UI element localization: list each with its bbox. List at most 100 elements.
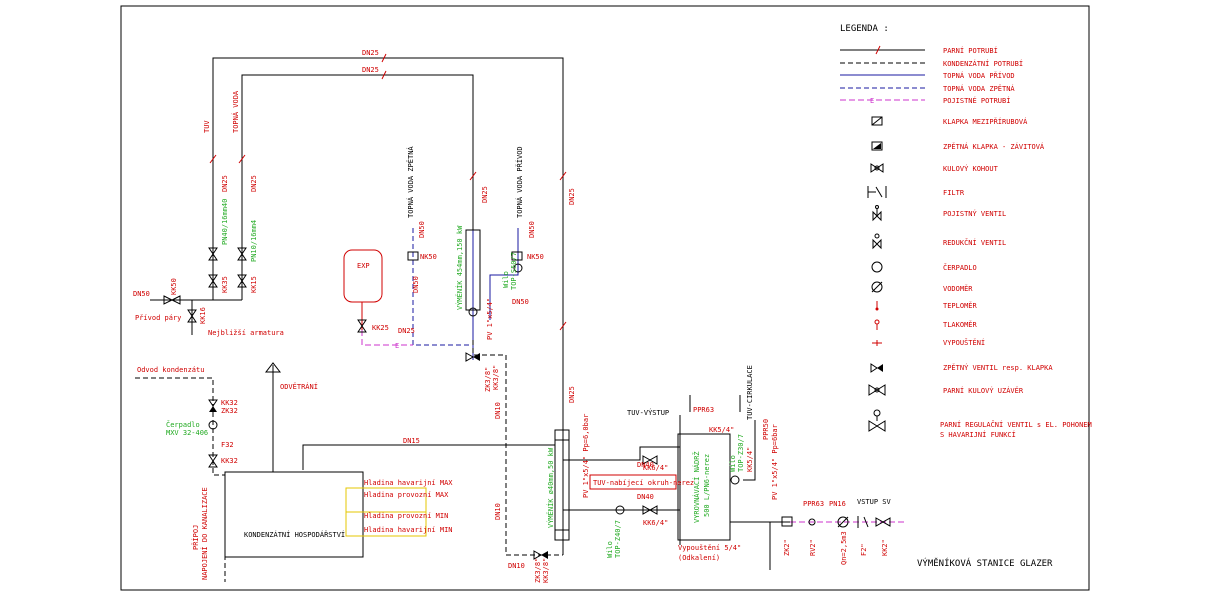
water-meter-icon xyxy=(871,281,883,293)
label-dn50-exp: DN50 xyxy=(412,276,420,293)
buffer-tank xyxy=(677,433,731,541)
label-hl-3: Hladina provozní MIN xyxy=(364,512,448,520)
label-nejblizsi: Nejbližší armatura xyxy=(208,329,284,337)
pump-icon xyxy=(871,261,883,273)
label-tuv-nabijeci: TUV-nabíjecí okruh-nerez xyxy=(593,479,694,487)
label-exp: EXP xyxy=(357,262,370,270)
pump-wilo-b xyxy=(615,505,625,515)
exchanger-2 xyxy=(554,439,570,531)
label-hl-4: Hladina havarijní MIN xyxy=(364,526,453,534)
label-dn15: DN15 xyxy=(403,437,420,445)
drain-icon xyxy=(872,340,882,346)
label-dn10-c: DN10 xyxy=(508,562,525,570)
label-topna-voda: TOPNÁ VODA xyxy=(231,90,240,133)
filter-icon xyxy=(867,186,887,198)
diagram-labels: DN25 DN25 TUV TOPNÁ VODA DN25 DN25 PN40/… xyxy=(133,49,892,583)
label-pv-c: PV 1"x5/4" Pp=6bar xyxy=(771,424,779,500)
legend-heading: LEGENDA : xyxy=(840,24,889,34)
reducer-rv2 xyxy=(808,518,816,526)
pump-wilo-a xyxy=(513,263,523,273)
control-valve-icon xyxy=(868,409,886,432)
label-rv2: RV2" xyxy=(809,539,817,556)
legend-symbol-label-9: TEPLOMĚR xyxy=(943,301,978,310)
check-flap-zk2 xyxy=(781,516,793,527)
valve-left-b xyxy=(237,247,247,261)
label-f2: F2" xyxy=(860,543,868,556)
legend-label-steam: PARNÍ POTRUBÍ xyxy=(943,46,998,55)
nk50-b-flap xyxy=(511,251,523,261)
label-zk2: ZK2" xyxy=(783,539,791,556)
label-dn25-a: DN25 xyxy=(362,49,379,57)
label-vymenik-2: VÝMĚNÍK ø40mm,50 kW xyxy=(546,447,555,528)
legend-symbol-label-2: ZPĚTNÁ KLAPKA - ZÁVITOVÁ xyxy=(943,142,1045,151)
valve-left-a xyxy=(208,247,218,261)
label-kk2: KK2" xyxy=(881,539,889,556)
valve-kk32b xyxy=(208,454,218,468)
legend-symbol-label-13: PARNÍ KULOVÝ UZÁVĚR xyxy=(943,386,1024,395)
legend-label-condensate: KONDENZÁTNÍ POTRUBÍ xyxy=(943,59,1023,68)
thermometer-icon xyxy=(875,301,879,311)
label-dn10-b: DN10 xyxy=(494,503,502,520)
legend-label-safety: POJISTNÉ POTRUBÍ xyxy=(943,96,1010,105)
label-kk64-b: KK6/4" xyxy=(643,519,668,527)
check-flap-icon xyxy=(871,141,883,151)
valve-kk35 xyxy=(208,274,218,288)
drawing-frame xyxy=(120,5,1090,591)
meter-qn xyxy=(837,516,849,528)
label-kk64-a: KK6/4" xyxy=(643,464,668,472)
label-kk54-b: KK5/4" xyxy=(746,447,754,472)
valve-kk15 xyxy=(237,274,247,288)
legend-symbol-label-8: VODOMĚR xyxy=(943,284,973,293)
label-hl-2: Hladina provozní MAX xyxy=(364,491,449,499)
legend-symbol-label-5: POJISTNÝ VENTIL xyxy=(943,209,1006,218)
label-wilo-c2: TOP-Z30/7 xyxy=(737,434,745,472)
label-wilo-b: Wilo xyxy=(606,541,614,558)
label-dn25-d: DN25 xyxy=(250,175,258,192)
label-privod-pary: Přívod páry xyxy=(135,314,181,322)
label-kk32: KK32 xyxy=(221,399,238,407)
legend-symbol-label-14: PARNÍ REGULAČNÍ VENTIL s EL. POHONEM xyxy=(940,420,1092,429)
valve-kk64-a xyxy=(642,455,658,465)
label-ppr50: PPR50 xyxy=(762,419,770,440)
legend-symbol-label-7: ČERPADLO xyxy=(943,263,977,272)
label-green-left-1: PN40/16mm40 xyxy=(221,199,229,245)
valve-kk16 xyxy=(187,309,197,323)
nk50-a-flap xyxy=(407,251,419,261)
label-dn25-c: DN25 xyxy=(221,175,229,192)
label-kk35: KK35 xyxy=(221,276,229,293)
label-dn25-g: DN25 xyxy=(568,386,576,403)
label-tuv: TUV xyxy=(203,120,211,133)
pump-wilo-c xyxy=(730,475,740,485)
label-nk50-a: NK50 xyxy=(420,253,437,261)
legend-steam-mark xyxy=(875,45,881,55)
legend-label-supply: TOPNÁ VODA PŘÍVOD xyxy=(943,71,1015,80)
legend-symbol-label-14b: S HAVARIJNÍ FUNKCÍ xyxy=(940,430,1016,439)
label-dn50-b: DN50 xyxy=(528,221,536,238)
label-f32: F32 xyxy=(221,441,234,449)
label-wilo-a: Wilo xyxy=(502,271,510,288)
legend: LEGENDA : PARNÍ POTRUBÍ KONDENZÁTNÍ POTR… xyxy=(840,24,1092,439)
label-pripoj-2: NAPOJENÍ DO KANALIZACE xyxy=(200,487,209,580)
label-vyr-2: 500 L/PN6-nerez xyxy=(703,454,711,517)
label-tuv-vystup: TUV-VÝSTUP xyxy=(627,408,669,417)
label-vypousteni-2: (Odkalení) xyxy=(678,554,720,562)
label-dn50-left: DN50 xyxy=(133,290,150,298)
label-ppr63-b: PPR63 xyxy=(803,500,824,508)
label-dn40-b: DN40 xyxy=(637,493,654,501)
safety-valve-icon xyxy=(872,205,882,222)
label-zk-a: ZK3/8" xyxy=(484,367,492,392)
butterfly-valve-icon xyxy=(871,116,883,126)
label-vymenik-1: VÝMĚNÍK 454mm,150 kW xyxy=(455,225,464,310)
valve-kk64-b xyxy=(642,505,658,515)
label-green-left-2: PN10/16mm4 xyxy=(250,220,258,262)
label-dn25-f: DN25 xyxy=(568,188,576,205)
label-wilo-a2: TOP-S50/7 xyxy=(510,252,518,290)
label-odvod-kond: Odvod kondenzátu xyxy=(137,366,204,374)
valve-symbols xyxy=(163,247,891,560)
label-ppr63-a: PPR63 xyxy=(693,406,714,414)
label-nk50-b: NK50 xyxy=(527,253,544,261)
label-hl-1: Hladina havarijní MAX xyxy=(364,479,453,487)
label-pripoj-1: PŘÍPOJ xyxy=(191,525,200,550)
label-wilo-c: Wilo xyxy=(729,455,737,472)
